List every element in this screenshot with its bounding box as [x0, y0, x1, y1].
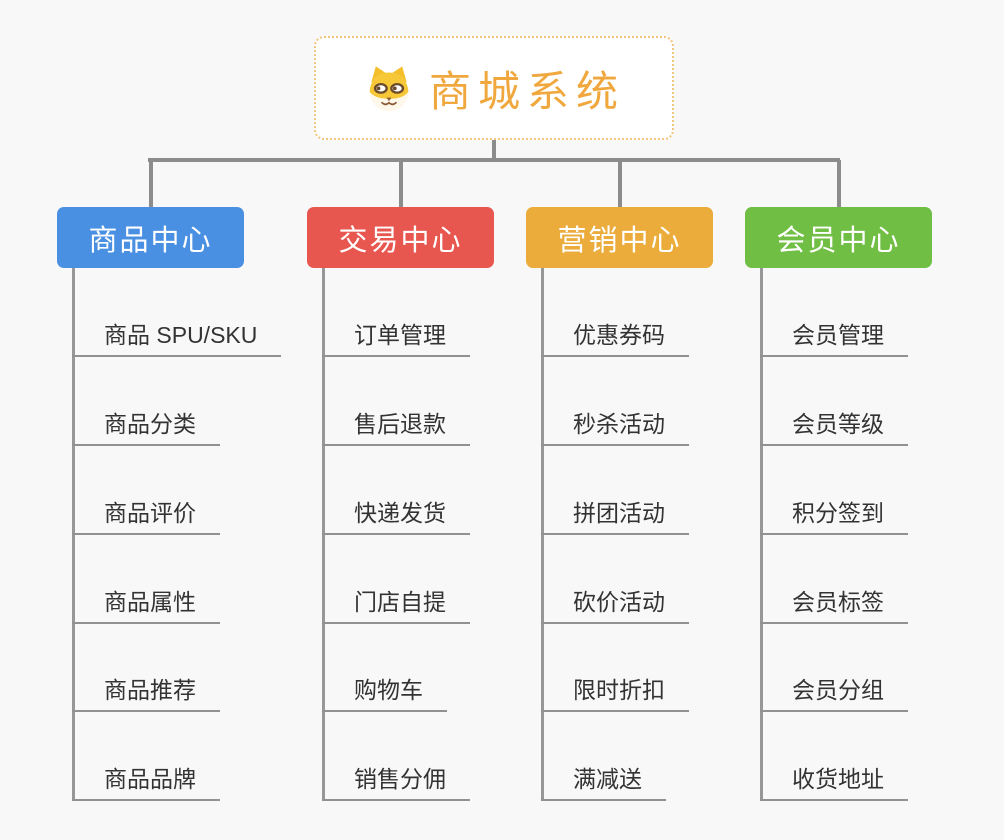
- leaf-label: 商品属性: [104, 589, 196, 615]
- branch-label: 营销中心: [557, 224, 682, 257]
- connector-drop: [148, 160, 153, 209]
- leaf-item[interactable]: 商品推荐: [72, 670, 220, 712]
- leaf-label: 限时折扣: [573, 677, 665, 703]
- leaf-label: 门店自提: [354, 589, 446, 615]
- leaf-item[interactable]: 限时折扣: [541, 670, 689, 712]
- leaf-item[interactable]: 秒杀活动: [541, 404, 689, 446]
- leaf-item[interactable]: 会员标签: [760, 582, 908, 624]
- leaf-label: 满减送: [573, 766, 642, 792]
- leaf-item[interactable]: 会员管理: [760, 315, 908, 357]
- root-node[interactable]: 商城系统: [314, 36, 674, 140]
- branch-box-2[interactable]: 营销中心: [526, 207, 713, 268]
- leaf-label: 拼团活动: [573, 500, 665, 526]
- leaf-item[interactable]: 优惠券码: [541, 315, 689, 357]
- leaf-item[interactable]: 售后退款: [322, 404, 470, 446]
- leaf-label: 会员管理: [792, 322, 884, 348]
- leaf-item[interactable]: 商品分类: [72, 404, 220, 446]
- branch-box-3[interactable]: 会员中心: [745, 207, 932, 268]
- connector-stem: [492, 140, 496, 160]
- branch-box-1[interactable]: 交易中心: [307, 207, 494, 268]
- leaf-item[interactable]: 商品评价: [72, 493, 220, 535]
- leaf-label: 砍价活动: [573, 589, 665, 615]
- connector-drop: [617, 160, 622, 209]
- leaf-item[interactable]: 积分签到: [760, 493, 908, 535]
- leaf-label: 商品分类: [104, 411, 196, 437]
- leaf-item[interactable]: 快递发货: [322, 493, 470, 535]
- leaf-item[interactable]: 订单管理: [322, 315, 470, 357]
- connector-bus: [148, 158, 840, 162]
- leaf-item[interactable]: 拼团活动: [541, 493, 689, 535]
- leaf-item[interactable]: 会员分组: [760, 670, 908, 712]
- leaf-label: 商品推荐: [104, 677, 196, 703]
- leaf-label: 优惠券码: [573, 322, 665, 348]
- leaf-item[interactable]: 销售分佣: [322, 759, 470, 801]
- leaf-label: 积分签到: [792, 500, 884, 526]
- connector-drop: [836, 160, 841, 209]
- leaf-item[interactable]: 收货地址: [760, 759, 908, 801]
- leaf-item[interactable]: 砍价活动: [541, 582, 689, 624]
- leaf-item[interactable]: 商品属性: [72, 582, 220, 624]
- branch-box-0[interactable]: 商品中心: [57, 207, 244, 268]
- leaf-label: 售后退款: [354, 411, 446, 437]
- leaf-item[interactable]: 会员等级: [760, 404, 908, 446]
- leaf-label: 会员标签: [792, 589, 884, 615]
- leaf-label: 商品品牌: [104, 766, 196, 792]
- leaf-label: 会员分组: [792, 677, 884, 703]
- leaf-label: 订单管理: [354, 322, 446, 348]
- leaf-label: 秒杀活动: [573, 411, 665, 437]
- branch-label: 交易中心: [338, 224, 463, 257]
- leaf-label: 收货地址: [792, 766, 884, 792]
- leaf-item[interactable]: 商品 SPU/SKU: [72, 315, 282, 357]
- connector-drop: [398, 160, 403, 209]
- leaf-item[interactable]: 购物车: [322, 670, 447, 712]
- leaf-item[interactable]: 商品品牌: [72, 759, 220, 801]
- leaf-item[interactable]: 门店自提: [322, 582, 470, 624]
- branch-label: 商品中心: [88, 224, 213, 257]
- leaf-label: 商品评价: [104, 500, 196, 526]
- branch-label: 会员中心: [776, 224, 901, 257]
- root-title: 商城系统: [428, 67, 625, 115]
- leaf-item[interactable]: 满减送: [541, 759, 666, 801]
- dog-face-icon: [363, 64, 415, 112]
- leaf-label: 销售分佣: [354, 766, 446, 792]
- leaf-label: 会员等级: [792, 411, 884, 437]
- leaf-label: 商品 SPU/SKU: [104, 322, 258, 348]
- leaf-label: 快递发货: [354, 500, 446, 526]
- leaf-label: 购物车: [354, 677, 423, 703]
